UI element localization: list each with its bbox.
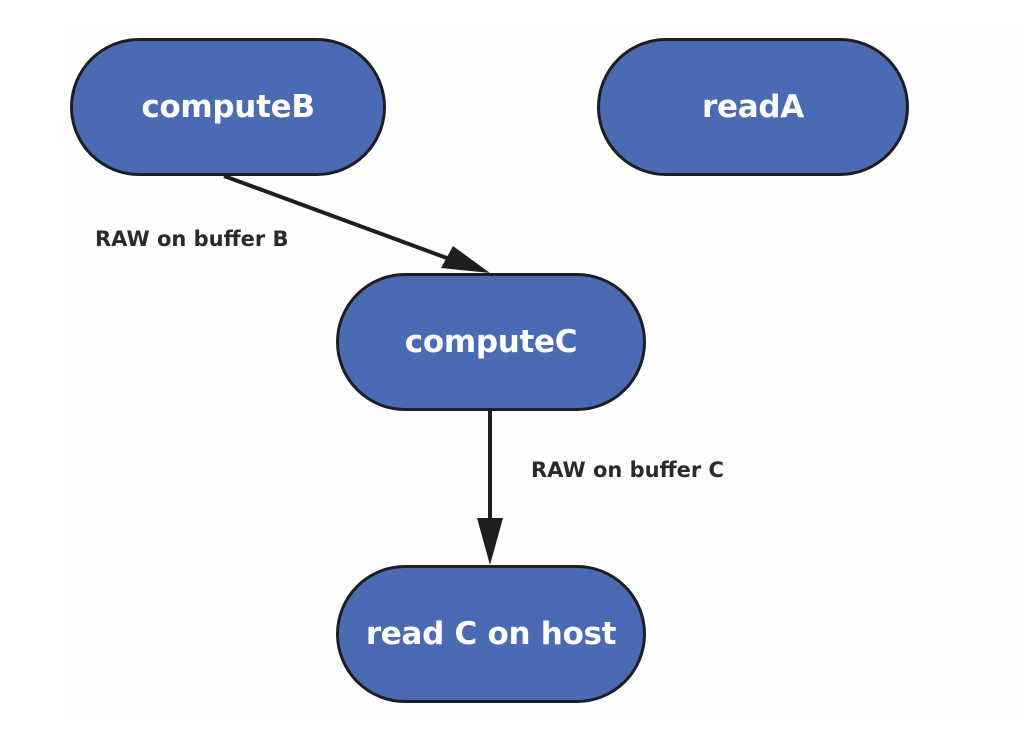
- edge-label-raw-buffer-c: RAW on buffer C: [531, 458, 724, 482]
- node-computeC: computeC: [336, 273, 646, 411]
- node-computeB-label: computeB: [141, 89, 315, 125]
- node-computeB: computeB: [70, 38, 386, 176]
- node-read-c-on-host-label: read C on host: [365, 616, 617, 652]
- node-read-c-on-host: read C on host: [336, 565, 646, 703]
- edge-label-raw-buffer-b: RAW on buffer B: [95, 227, 289, 251]
- arrowhead-computeB-to-computeC: [441, 246, 490, 273]
- node-computeC-label: computeC: [404, 324, 578, 360]
- node-readA: readA: [597, 38, 909, 176]
- edge-computeB-to-computeC: [223, 174, 475, 270]
- node-readA-label: readA: [702, 89, 804, 125]
- arrowhead-computeC-to-readC: [477, 518, 503, 565]
